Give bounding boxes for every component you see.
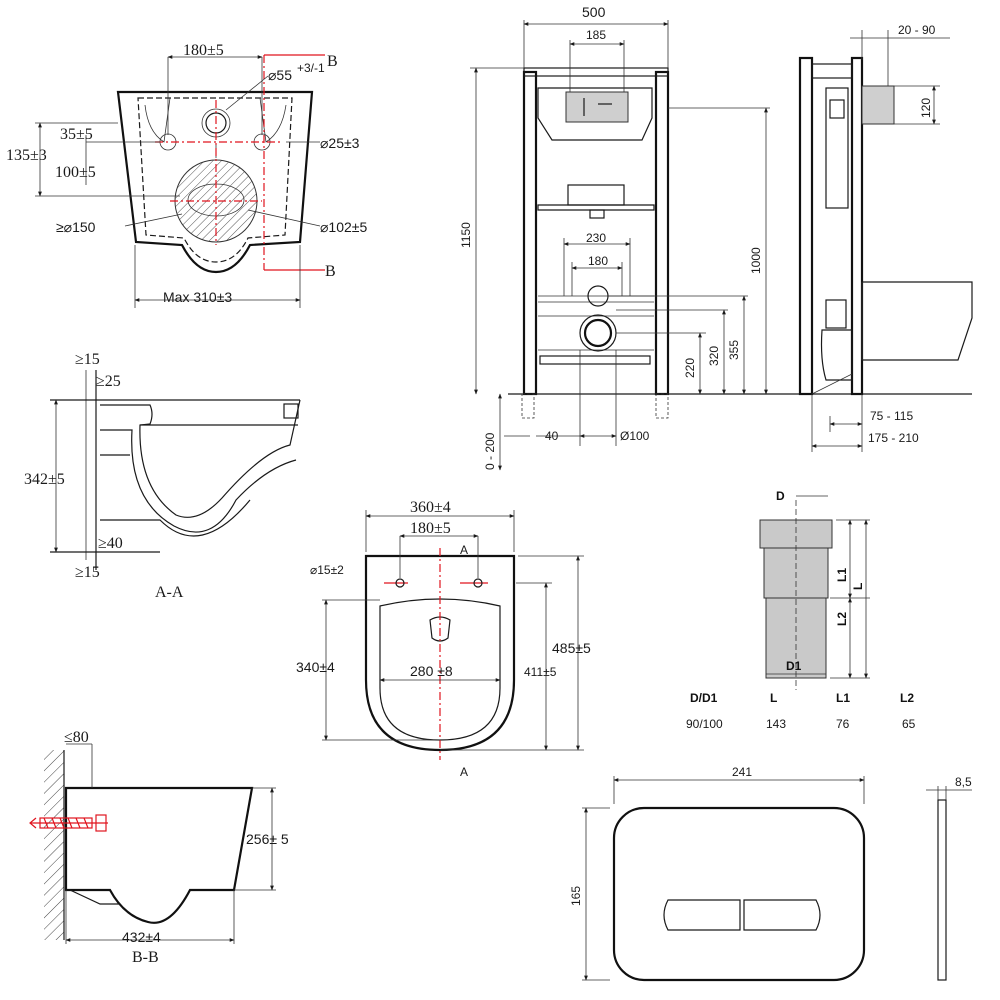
dim-230-label: 230 (586, 231, 606, 245)
dim-135-label: 135±3 (6, 147, 47, 164)
dim-55-tolerance: +3/-1 (297, 61, 325, 75)
dim-100-label: 100±5 (55, 164, 96, 181)
dim-220-label: 220 (683, 358, 697, 378)
section-a-bottom-label: A (460, 765, 468, 779)
pipe-d-label: D (776, 489, 785, 503)
frame-side-view: 20 - 90 120 75 - 115 175 - 210 (798, 23, 973, 452)
section-a-top-label: A (460, 543, 468, 557)
dim-411-label: 411±5 (524, 665, 557, 679)
dim-80-label: ≤80 (64, 729, 89, 746)
dim-256-label: 256± 5 (246, 831, 289, 847)
dim-40-aa-label: ≥40 (98, 535, 123, 552)
dim-180-seat-label: 180±5 (410, 520, 451, 537)
top-view: 180±5 B B ⌀55 +3/-1 35±5 135±3 100±5 ⌀25… (6, 42, 367, 308)
section-b-b: ≤80 256± 5 432±4 B-B (29, 729, 289, 966)
dim-120-label: 120 (919, 98, 933, 118)
dim-8-5-label: 8,5 (955, 775, 972, 789)
section-a-a: ≥15 ≥25 342±5 ≥40 ≥15 A-A (24, 351, 301, 601)
pipe-header-l: L (770, 691, 777, 705)
section-b-top-label: B (327, 53, 338, 70)
dim-102-label: ⌀102±5 (320, 219, 367, 235)
dim-150-label: ≥⌀150 (56, 219, 96, 235)
dim-165-label: 165 (569, 886, 583, 906)
pipe-d1-label: D1 (786, 659, 802, 673)
dim-180-label: 180±5 (183, 42, 224, 59)
dim-185-label: 185 (586, 28, 606, 42)
dim-15-top-label: ≥15 (75, 351, 100, 368)
pipe-value-l1: 76 (836, 717, 850, 731)
pipe-header-d: D/D1 (690, 691, 718, 705)
seat-top-view: 360±4 180±5 A A ⌀15±2 485±5 340±4 280 ±8… (296, 499, 591, 779)
dim-40-label: 40 (545, 429, 559, 443)
pipe-l-label: L (851, 583, 865, 590)
dim-55-label: ⌀55 (268, 67, 292, 83)
dim-25-label: ⌀25±3 (320, 135, 360, 151)
dim-75-115-label: 75 - 115 (870, 409, 913, 423)
dim-485-label: 485±5 (552, 640, 591, 656)
pipe-header-l2: L2 (900, 691, 914, 705)
dim-342-label: 342±5 (24, 471, 65, 488)
dim-25-aa-label: ≥25 (96, 373, 121, 390)
section-a-a-caption: A-A (155, 584, 184, 601)
dim-175-210-label: 175 - 210 (868, 431, 919, 445)
dim-20-90-label: 20 - 90 (898, 23, 936, 37)
dim-180-frame-label: 180 (588, 254, 608, 268)
section-b-b-caption: B-B (132, 949, 159, 966)
dim-310-label: Max 310±3 (163, 289, 232, 305)
dim-360-label: 360±4 (410, 499, 451, 516)
pipe-value-l2: 65 (902, 717, 916, 731)
dim-pipe-100-label: Ø100 (620, 429, 650, 443)
dim-241-label: 241 (732, 765, 752, 779)
dim-432-label: 432±4 (122, 929, 161, 945)
dim-35-label: 35±5 (60, 126, 93, 143)
dim-355-label: 355 (727, 340, 741, 360)
dim-15-hole-label: ⌀15±2 (310, 563, 344, 577)
pipe-value-d: 90/100 (686, 717, 723, 731)
pipe-detail: D L1 L L2 D1 D/D1 L L1 L2 90/100 143 76 … (686, 489, 916, 731)
section-b-bottom-label: B (325, 263, 336, 280)
frame-front-view: 500 185 1150 1000 230 180 220 320 355 0 … (459, 4, 972, 471)
dim-0-200-label: 0 - 200 (483, 432, 497, 470)
dim-15-bottom-label: ≥15 (75, 564, 100, 581)
dim-280-label: 280 ±8 (410, 663, 453, 679)
pipe-value-l: 143 (766, 717, 786, 731)
pipe-l2-label: L2 (835, 612, 849, 626)
pipe-header-l1: L1 (836, 691, 850, 705)
dim-1000-label: 1000 (749, 247, 763, 274)
flush-plate: 241 165 8,5 (569, 765, 972, 982)
dim-500-label: 500 (582, 4, 606, 20)
dim-320-label: 320 (707, 346, 721, 366)
dim-1150-label: 1150 (459, 222, 473, 248)
dim-340-label: 340±4 (296, 659, 335, 675)
pipe-l1-label: L1 (835, 568, 849, 582)
